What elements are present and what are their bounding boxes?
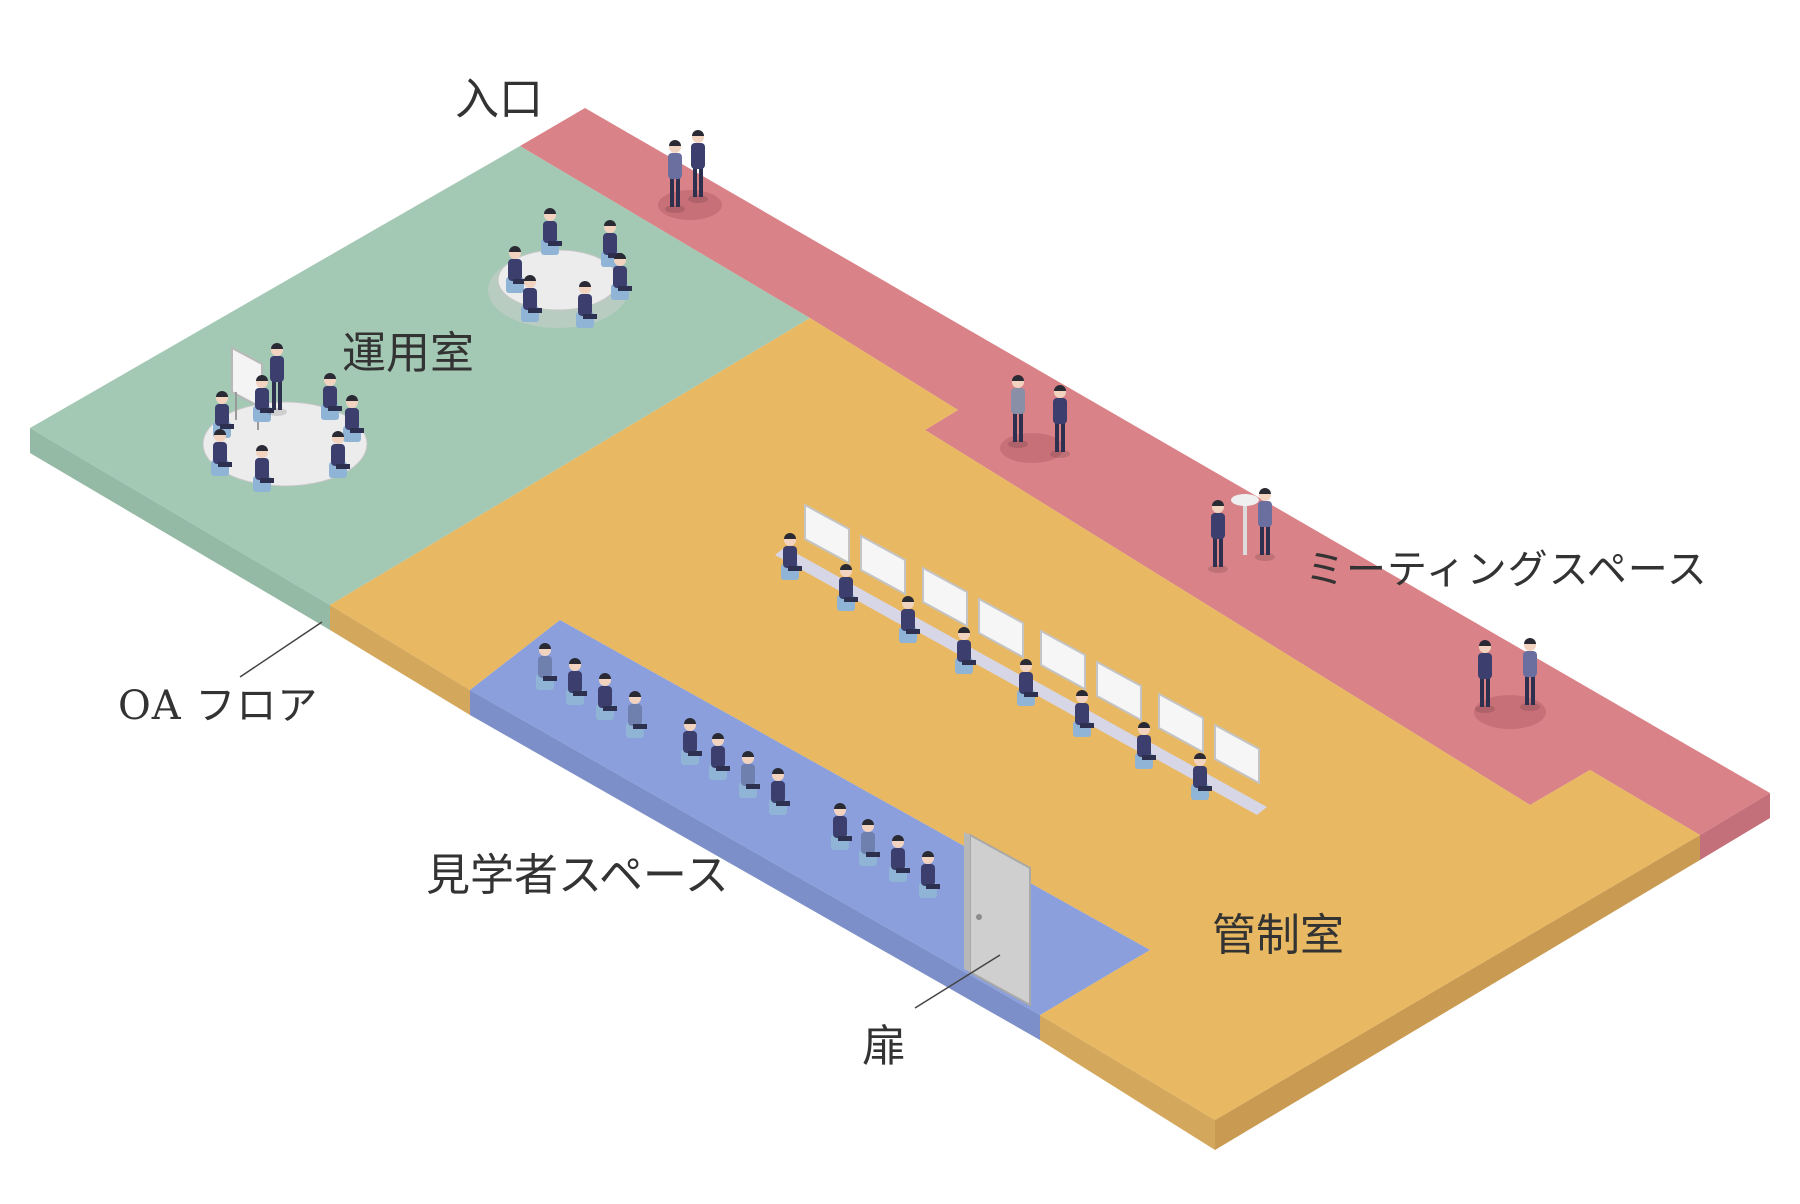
person-meeting-5 xyxy=(1475,640,1495,713)
visitor-space-label: 見学者スペース xyxy=(426,850,729,901)
person-meeting-6 xyxy=(1520,638,1540,711)
meeting-space-zone xyxy=(520,108,1770,835)
person-operator xyxy=(1135,722,1156,769)
person-visitor-5 xyxy=(681,718,702,765)
operations-room-label: 運用室 xyxy=(342,328,474,379)
person-table-small-5 xyxy=(576,281,597,328)
person-table-small-2 xyxy=(541,208,562,255)
person-meeting-4 xyxy=(1255,488,1275,561)
person-operator xyxy=(955,627,976,674)
person-visitor-11 xyxy=(889,835,910,882)
person-visitor-8 xyxy=(769,768,790,815)
person-visitor-7 xyxy=(739,751,760,798)
person-table-large-7 xyxy=(211,429,232,476)
people-figures xyxy=(211,130,1546,898)
oa-floor-label: OA フロア xyxy=(118,683,319,729)
person-table-small-1 xyxy=(506,246,527,293)
person-presenter xyxy=(267,343,287,416)
meeting-table-large xyxy=(202,401,368,487)
person-visitor-12 xyxy=(919,851,940,898)
floor-side-faces xyxy=(30,428,1770,1150)
standing-table xyxy=(1243,500,1247,555)
person-table-small-4 xyxy=(611,253,632,300)
person-operator xyxy=(899,596,920,643)
person-table-large-6 xyxy=(253,445,274,492)
visitor-side xyxy=(470,690,1040,1040)
person-operator xyxy=(781,533,802,580)
control-side-right xyxy=(1215,835,1700,1150)
person-visitor-6 xyxy=(709,733,730,780)
door-label: 扉 xyxy=(862,1021,906,1072)
person-visitor-10 xyxy=(859,819,880,866)
meeting-space-label: ミーティングスペース xyxy=(1305,547,1708,593)
person-table-large-5 xyxy=(329,431,350,478)
control-side-left xyxy=(330,605,470,715)
person-operator xyxy=(837,564,858,611)
control-side-front xyxy=(1040,1015,1215,1150)
person-entrance-1 xyxy=(665,140,685,213)
person-operator xyxy=(1191,753,1212,800)
operations-side xyxy=(30,428,330,630)
person-visitor-4 xyxy=(626,691,647,738)
person-meeting-1 xyxy=(1008,375,1028,448)
person-visitor-3 xyxy=(596,673,617,720)
person-operator xyxy=(1073,690,1094,737)
person-table-large-2 xyxy=(253,375,274,422)
person-meeting-2 xyxy=(1050,385,1070,458)
person-visitor-9 xyxy=(831,803,852,850)
person-table-small-6 xyxy=(521,275,542,322)
door-leader-line xyxy=(914,954,1001,1009)
person-table-large-3 xyxy=(321,373,342,420)
control-room-zone xyxy=(330,318,1700,1120)
person-table-large-4 xyxy=(343,395,364,442)
person-visitor-1 xyxy=(536,643,557,690)
person-meeting-3 xyxy=(1208,500,1228,573)
entrance-label: 入口 xyxy=(455,74,543,125)
person-operator xyxy=(1017,659,1038,706)
person-visitor-2 xyxy=(566,658,587,705)
control-room-label: 管制室 xyxy=(1212,910,1344,961)
oa-floor-leader-line xyxy=(239,621,323,678)
person-entrance-2 xyxy=(688,130,708,203)
person-table-small-3 xyxy=(601,220,622,267)
meeting-side-right xyxy=(1700,793,1770,860)
door xyxy=(964,832,1031,1007)
